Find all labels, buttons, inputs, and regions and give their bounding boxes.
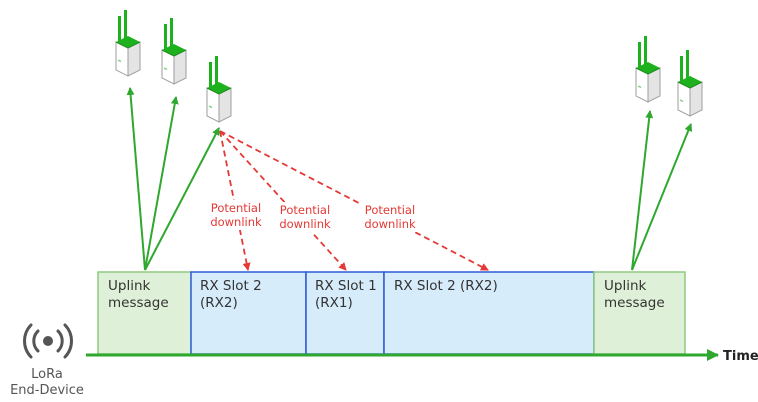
uplink-arrow-5 — [631, 123, 693, 271]
slot-2-line1: RX Slot 2 — [200, 278, 262, 294]
gateway-icon-3 — [206, 55, 232, 123]
slot-1-line2: message — [108, 295, 169, 311]
slot-5-line1: Uplink — [604, 278, 647, 294]
annotation-2-line1: Potential — [280, 203, 330, 217]
slot-4-line1: RX Slot 2 (RX2) — [394, 278, 498, 294]
annotation-1-line2: downlink — [210, 215, 262, 229]
gateway-icon-5 — [677, 49, 703, 117]
rx2-slot-2: RX Slot 2 (RX2) — [383, 271, 595, 355]
rx1-slot: RX Slot 1 (RX1) — [305, 271, 385, 355]
slot-2-line2: (RX2) — [200, 295, 238, 311]
rx2-slot-1: RX Slot 2 (RX2) — [190, 271, 307, 355]
gateway-icon-4 — [635, 35, 661, 103]
device-label-line2: End-Device — [10, 383, 84, 398]
slot-3-line1: RX Slot 1 — [315, 278, 377, 294]
gateway-icon-2 — [161, 17, 187, 85]
slot-3-line2: (RX1) — [315, 295, 353, 311]
slot-1-line1: Uplink — [108, 278, 151, 294]
annotation-1-line1: Potential — [211, 201, 261, 215]
uplink-arrows — [126, 87, 693, 271]
downlink-annotations: Potential downlink Potential downlink Po… — [207, 200, 419, 232]
uplink-arrow-2 — [144, 96, 179, 271]
uplink-arrow-1 — [126, 87, 146, 271]
annotation-1: Potential downlink — [207, 200, 265, 230]
gateway-icon-1 — [115, 9, 141, 77]
uplink-slot-2: Uplink message — [593, 271, 686, 355]
slot-5-line2: message — [604, 295, 665, 311]
time-axis-label: Time — [723, 349, 758, 364]
uplink-arrow-4 — [631, 110, 654, 271]
annotation-2-line2: downlink — [279, 217, 331, 231]
uplink-slot-1: Uplink message — [97, 271, 192, 355]
downlink-arrow-3 — [219, 130, 489, 271]
annotation-3-line2: downlink — [364, 217, 416, 231]
downlink-arrow-2 — [219, 130, 347, 271]
device-label-line1: LoRa — [31, 367, 63, 382]
annotation-2: Potential downlink — [277, 202, 335, 232]
lora-end-device-icon — [23, 323, 73, 359]
annotation-3-line1: Potential — [365, 203, 415, 217]
annotation-3: Potential downlink — [361, 202, 419, 232]
uplink-arrow-3 — [144, 127, 220, 271]
